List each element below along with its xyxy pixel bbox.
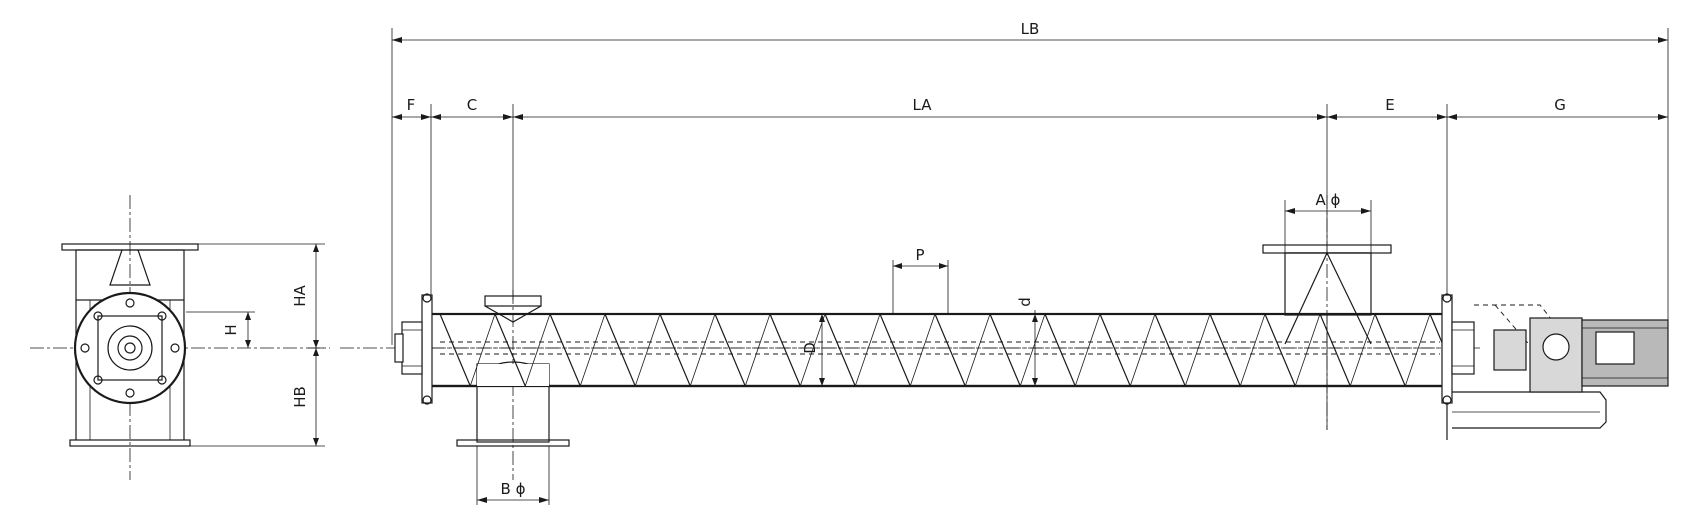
screw-flight	[1154, 314, 1186, 386]
screw-flight	[659, 314, 691, 386]
screw-flight	[604, 314, 636, 386]
screw-flight-back	[799, 314, 826, 386]
dim-d-label: d	[1016, 297, 1034, 307]
left-end-plate	[421, 294, 433, 404]
dim-A-label: A ϕ	[1316, 191, 1341, 209]
dim-P-label: P	[915, 246, 924, 264]
screw-flight	[549, 314, 581, 386]
screw-flight-back	[689, 314, 716, 386]
dim-G-label: G	[1554, 96, 1566, 114]
dim-LA-label: LA	[913, 96, 933, 114]
screw-flight	[989, 314, 1021, 386]
screw-flight	[714, 314, 746, 386]
screw-flight-back	[1404, 314, 1431, 386]
screw-flight-back	[634, 314, 661, 386]
screw-flight-back	[854, 314, 881, 386]
screw-flight-back	[1294, 314, 1321, 386]
dim-HA-label: HA	[291, 284, 309, 306]
end-view-hopper-cone	[109, 249, 151, 286]
screw-flights	[439, 314, 1450, 386]
dim-B-label: B ϕ	[501, 480, 526, 498]
end-view-bolt	[170, 343, 180, 353]
screw-flight	[824, 314, 856, 386]
screw-flight	[1209, 314, 1241, 386]
motor-base	[1452, 391, 1607, 429]
screw-flight	[1264, 314, 1296, 386]
end-view-bolt	[125, 298, 135, 308]
end-view-bolt	[157, 311, 167, 321]
screw-flight	[439, 314, 471, 386]
right-bearing	[1451, 321, 1475, 375]
end-view-bolt	[125, 388, 135, 398]
end-view-bolt	[93, 375, 103, 385]
screw-flight-back	[1074, 314, 1101, 386]
screw-flight-back	[909, 314, 936, 386]
dim-C-label: C	[467, 96, 477, 114]
end-view-bolt	[80, 343, 90, 353]
end-view-bolt	[93, 311, 103, 321]
inlet-hopper	[1284, 252, 1372, 316]
dim-D-label: D	[801, 342, 819, 354]
dim-E-label: E	[1385, 96, 1394, 114]
screw-flight	[769, 314, 801, 386]
screw-flight-back	[1019, 314, 1046, 386]
right-end-plate	[1441, 294, 1453, 404]
end-view-bottom-flange	[69, 439, 191, 447]
screw-flight	[1044, 314, 1076, 386]
screw-flight-back	[1184, 314, 1211, 386]
side-view: LB F C LA E G A ϕ	[340, 20, 1669, 505]
screw-flight-back	[524, 314, 551, 386]
screw-flight	[934, 314, 966, 386]
screw-flight-back	[1129, 314, 1156, 386]
coupling	[1493, 329, 1527, 371]
dim-F-label: F	[407, 96, 416, 114]
dim-HB-label: HB	[291, 386, 309, 408]
screw-flight-back	[1239, 314, 1266, 386]
screw-flight	[1319, 314, 1351, 386]
screw-flight	[494, 314, 526, 386]
screw-flight	[1099, 314, 1131, 386]
screw-flight-back	[469, 314, 496, 386]
screw-flight-back	[744, 314, 771, 386]
screw-flight	[1374, 314, 1406, 386]
dim-LB-label: LB	[1021, 20, 1040, 38]
screw-flight	[879, 314, 911, 386]
screw-flight-back	[1349, 314, 1376, 386]
terminal-box	[1595, 331, 1635, 365]
screw-flight-back	[964, 314, 991, 386]
end-view-bolt	[157, 375, 167, 385]
dim-H-label: H	[222, 324, 240, 335]
screw-flight-back	[579, 314, 606, 386]
end-view: H HA HB	[30, 195, 330, 480]
